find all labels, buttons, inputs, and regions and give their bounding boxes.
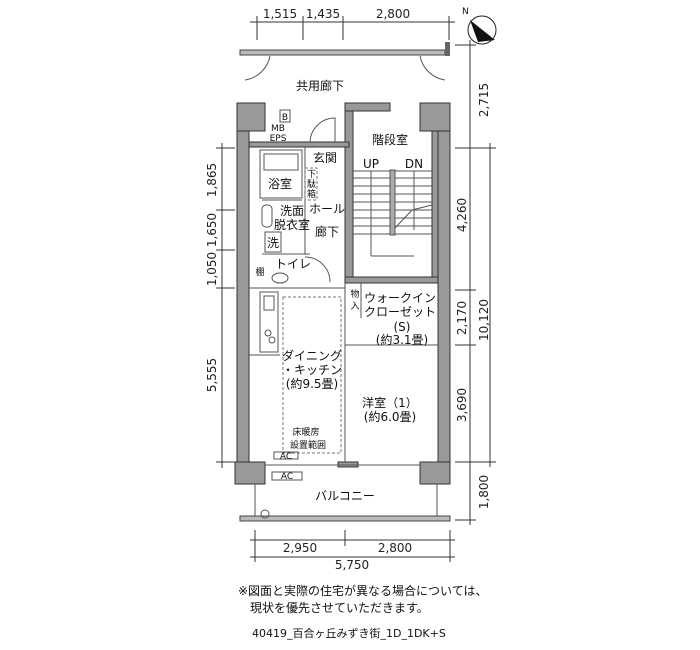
washroom-label-2: 脱衣室 [274, 217, 310, 232]
dim-right-total: 10,120 [477, 299, 491, 341]
dim-right-5: 1,800 [477, 475, 491, 509]
b-label: B [282, 113, 288, 123]
wic-label-4: (約3.1畳) [376, 332, 428, 347]
wic-label-3: (S) [394, 320, 411, 334]
ac-label-indoor: AC [280, 452, 292, 462]
western-room-label-2: (約6.0畳) [364, 409, 416, 424]
toilet-label: トイレ [275, 257, 311, 271]
disclaimer-line-1: ※図面と実際の住宅が異なる場合については、 [238, 584, 488, 598]
stairs-label: 階段室 [372, 132, 408, 147]
compass-label: N [462, 7, 469, 17]
dim-right-3: 2,170 [455, 301, 469, 335]
right-dimension: 2,715 4,260 2,170 3,690 1,800 10,120 [455, 40, 496, 525]
up-label: UP [363, 157, 379, 171]
storage-label-1: 物 [350, 288, 359, 300]
ac-label-outdoor: AC [281, 472, 293, 482]
shelf-label: 棚 [255, 266, 264, 278]
dim-right-2: 4,260 [455, 198, 469, 232]
washer-label: 洗 [267, 236, 279, 250]
dim-bottom-1: 2,950 [283, 541, 317, 555]
dim-right-1: 2,715 [477, 83, 491, 117]
shoe-label-2: 駄 [307, 178, 316, 190]
storage-label-2: 入 [350, 301, 359, 312]
walls [234, 102, 451, 485]
dim-left-1: 1,865 [205, 163, 219, 197]
staircase: 階段室 UP DN [353, 132, 433, 257]
dim-left-4: 5,555 [205, 358, 219, 392]
dim-top-2: 1,435 [306, 7, 340, 21]
plan-id: 40419_百合ヶ丘みずき街_1D_1DK+S [252, 627, 446, 640]
dk-label-1: ダイニング [282, 348, 342, 363]
dim-left-3: 1,050 [205, 252, 219, 286]
floorheat-label-1: 床暖房 [292, 426, 319, 438]
balcony-label: バルコニー [315, 489, 375, 503]
common-corridor: 共用廊下 [239, 42, 450, 93]
dk-label-3: (約9.5畳) [286, 376, 338, 391]
dim-top-1: 1,515 [263, 7, 297, 21]
bath-label: 浴室 [268, 176, 292, 191]
dim-bottom-total: 5,750 [335, 558, 369, 572]
hall-label: ホール [309, 202, 345, 216]
bottom-dimension: 2,950 2,800 5,750 [250, 530, 455, 572]
top-dimension: 1,515 1,435 2,800 [250, 7, 455, 40]
dk-label-2: ・キッチン [282, 363, 342, 377]
western-room-label-1: 洋室（1） [362, 395, 418, 410]
floorheat-label-2: 設置範囲 [290, 439, 326, 451]
shoe-label-3: 箱 [307, 188, 316, 200]
dim-top-3: 2,800 [376, 7, 410, 21]
north-arrow-icon: N [462, 7, 497, 45]
washroom-label-1: 洗面 [280, 204, 304, 218]
entrance-label: 玄関 [313, 150, 337, 165]
dn-label: DN [405, 157, 423, 171]
wic-label-1: ウォークイン [364, 291, 436, 305]
balcony: バルコニー AC [239, 471, 451, 522]
wic-label-2: クローゼット [364, 305, 436, 319]
mb-label: MB [271, 124, 285, 134]
left-dimension: 1,865 1,650 1,050 5,555 [205, 143, 235, 468]
dim-left-2: 1,650 [205, 213, 219, 247]
corridor-label: 共用廊下 [296, 78, 344, 93]
disclaimer-line-2: 現状を優先させていただきます。 [250, 601, 429, 615]
dim-bottom-2: 2,800 [378, 541, 412, 555]
eps-label: EPS [270, 134, 287, 144]
shoe-label-1: 下 [307, 170, 316, 180]
hallway-label: 廊下 [315, 224, 339, 239]
dim-right-4: 3,690 [455, 388, 469, 422]
